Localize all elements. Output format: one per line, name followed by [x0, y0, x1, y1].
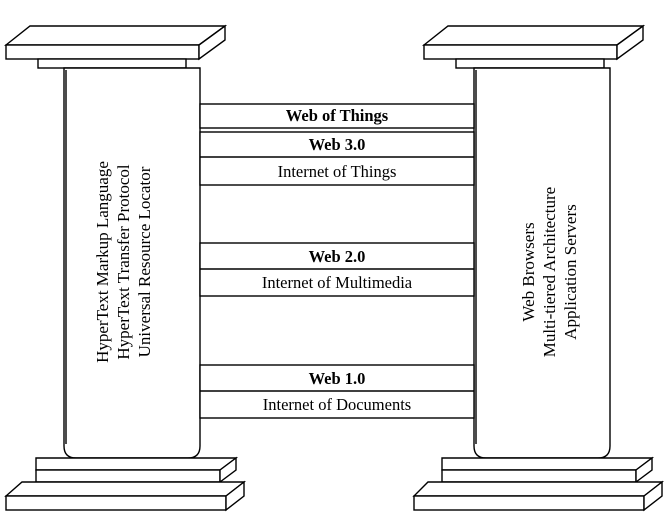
left-pillar-base-upper-top	[35, 457, 239, 471]
left-pillar-line-3: Universal Resource Locator	[135, 166, 154, 357]
right-pillar-base-upper-front	[441, 469, 637, 483]
right-pillar-capital-side	[616, 24, 644, 61]
left-pillar-line-1: HyperText Markup Language	[93, 161, 112, 363]
left-pillar-base-lower-side	[225, 480, 245, 512]
layers: Web of Things Web 3.0 Internet of Things…	[199, 103, 475, 419]
left-pillar-base-upper-front	[35, 469, 221, 483]
right-pillar-line-1: Web Browsers	[519, 222, 538, 321]
layer-web-1-0-subtitle: Internet of Documents	[263, 395, 411, 414]
right-pillar-base-lower-top	[412, 481, 665, 497]
left-pillar-base-lower-front	[5, 495, 227, 511]
layer-web-2-0-subtitle: Internet of Multimedia	[262, 273, 413, 292]
right-pillar-capital-top	[421, 25, 646, 46]
right-pillar: Web Browsers Multi-tiered Architecture A…	[412, 24, 665, 512]
left-pillar: HyperText Markup Language HyperText Tran…	[3, 24, 247, 512]
left-pillar-line-2: HyperText Transfer Protocol	[114, 164, 133, 360]
right-pillar-capital-front	[423, 44, 618, 60]
left-pillar-capital-front	[5, 44, 200, 60]
left-pillar-base-lower-top	[4, 481, 247, 497]
right-pillar-abacus	[455, 58, 605, 69]
layer-web-3-0-subtitle: Internet of Things	[278, 162, 397, 181]
left-pillar-capital-side	[198, 24, 226, 61]
right-pillar-base-upper-top	[441, 457, 655, 471]
left-pillar-capital-top	[3, 25, 228, 46]
right-pillar-base-lower-front	[413, 495, 645, 511]
layer-web-1-0-title: Web 1.0	[309, 369, 366, 388]
layer-web-of-things	[199, 103, 475, 129]
layer-web-3-0	[199, 131, 475, 186]
left-pillar-base-upper-side	[219, 456, 237, 484]
layer-web-2-0-title: Web 2.0	[309, 247, 366, 266]
right-pillar-base-upper-side	[635, 456, 653, 484]
layer-web-of-things-title: Web of Things	[286, 106, 389, 125]
right-pillar-base-lower-side	[643, 480, 663, 512]
right-pillar-line-2: Multi-tiered Architecture	[540, 187, 559, 357]
left-pillar-abacus	[37, 58, 187, 69]
right-pillar-line-3: Application Servers	[561, 204, 580, 340]
layer-web-3-0-title: Web 3.0	[309, 135, 366, 154]
